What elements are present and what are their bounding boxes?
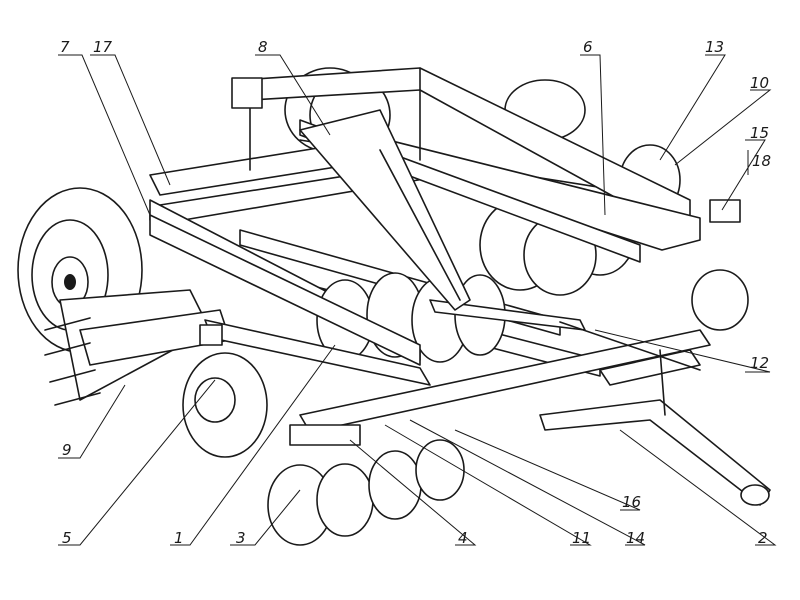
callout-12: 12 [750, 354, 769, 372]
hitch-arm [299, 109, 471, 311]
callout-14: 14 [626, 529, 645, 547]
front-beam [149, 199, 741, 446]
callout-8: 8 [258, 38, 268, 56]
callout-9: 9 [62, 441, 72, 459]
callout-labels: 7 17 8 6 13 10 15 18 12 9 5 1 3 4 11 14 … [60, 38, 771, 547]
callout-4: 4 [458, 529, 468, 547]
callout-3: 3 [236, 529, 246, 547]
leader-lines [58, 54, 777, 546]
callout-7: 7 [60, 38, 70, 56]
adjust-link [429, 299, 701, 371]
callout-1: 1 [174, 529, 184, 547]
callout-16: 16 [622, 493, 641, 511]
callout-11: 11 [572, 529, 591, 547]
callout-18: 18 [752, 152, 771, 170]
callout-2: 2 [758, 529, 768, 547]
callout-17: 17 [93, 38, 113, 56]
callout-13: 13 [705, 38, 724, 56]
callout-10: 10 [750, 74, 769, 92]
callout-6: 6 [583, 38, 593, 56]
side-roller-frame [44, 289, 231, 406]
main-frame-rear [149, 67, 701, 251]
callout-5: 5 [62, 529, 72, 547]
callout-15: 15 [750, 124, 769, 142]
